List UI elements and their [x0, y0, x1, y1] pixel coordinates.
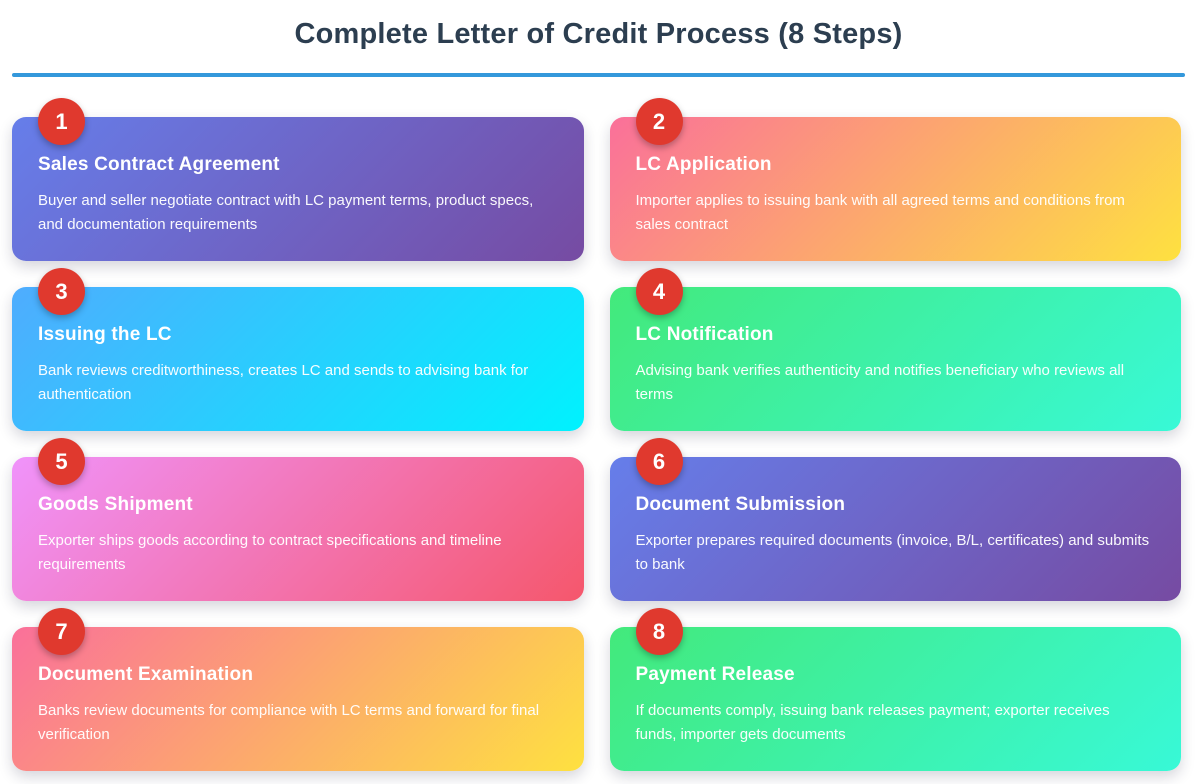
step-title: Document Examination — [38, 664, 254, 685]
title-divider — [12, 73, 1185, 77]
step-description: Exporter prepares required documents (in… — [635, 532, 1150, 573]
step-title: LC Notification — [635, 324, 774, 345]
step-description: Bank reviews creditworthiness, creates L… — [38, 362, 529, 403]
step-number-badge: 3 — [38, 268, 85, 315]
step-description: Banks review documents for compliance wi… — [38, 702, 540, 743]
step-number-badge: 8 — [635, 608, 683, 655]
step-title: LC Application — [635, 154, 772, 175]
step-card: 4 LC Notification Advising bank verifies… — [609, 268, 1181, 431]
step-card: 2 LC Application Importer applies to iss… — [609, 98, 1181, 261]
step-description: Exporter ships goods according to contra… — [38, 532, 502, 573]
step-card: 3 Issuing the LC Bank reviews creditwort… — [12, 268, 584, 431]
step-title: Sales Contract Agreement — [38, 154, 280, 175]
step-number-badge: 2 — [635, 98, 683, 145]
step-description: If documents comply, issuing bank releas… — [635, 702, 1110, 743]
step-description: Advising bank verifies authenticity and … — [635, 362, 1125, 403]
step-title: Document Submission — [635, 494, 846, 515]
step-number-badge: 1 — [38, 98, 85, 145]
page-title: Complete Letter of Credit Process (8 Ste… — [294, 18, 903, 50]
step-title: Goods Shipment — [38, 494, 193, 515]
step-description: Importer applies to issuing bank with al… — [635, 192, 1125, 233]
step-description: Buyer and seller negotiate contract with… — [38, 192, 534, 233]
step-title: Payment Release — [635, 664, 795, 685]
steps-grid: 1 Sales Contract Agreement Buyer and sel… — [0, 77, 1197, 771]
step-card: 8 Payment Release If documents comply, i… — [609, 608, 1181, 771]
step-card: 6 Document Submission Exporter prepares … — [609, 438, 1181, 601]
step-card: 7 Document Examination Banks review docu… — [12, 608, 584, 771]
step-card: 1 Sales Contract Agreement Buyer and sel… — [12, 98, 584, 261]
step-number-badge: 6 — [635, 438, 683, 485]
step-number-badge: 7 — [38, 608, 85, 655]
step-title: Issuing the LC — [38, 324, 172, 345]
step-number-badge: 4 — [635, 268, 683, 315]
step-card: 5 Goods Shipment Exporter ships goods ac… — [12, 438, 584, 601]
step-number-badge: 5 — [38, 438, 85, 485]
